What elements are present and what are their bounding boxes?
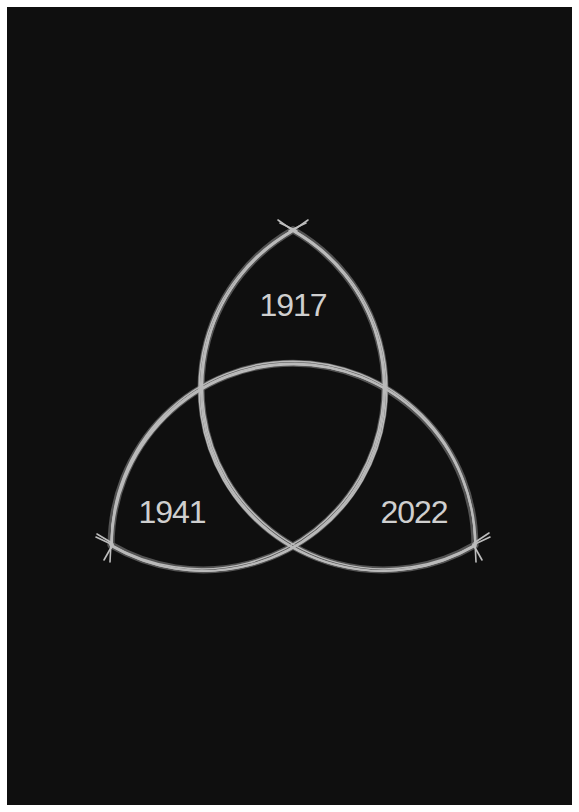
year-label: 1941 xyxy=(138,496,205,528)
year-label: 2022 xyxy=(380,496,447,528)
triquetra xyxy=(96,220,490,573)
year-label: 1917 xyxy=(259,289,326,321)
black-ground xyxy=(7,7,572,805)
tip-overshoot xyxy=(96,220,490,562)
